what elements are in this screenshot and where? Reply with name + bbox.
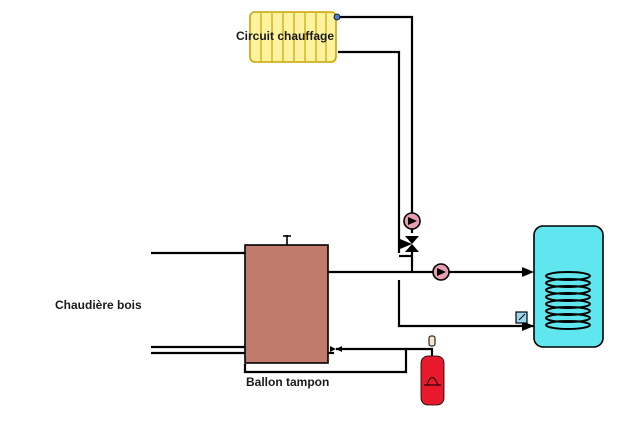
radiator-return-pipe xyxy=(338,50,401,253)
circulation-pump-icon xyxy=(432,263,450,281)
buffer-tank xyxy=(244,235,329,364)
circulation-pump-icon xyxy=(403,212,421,230)
expansion-pipe xyxy=(243,347,434,374)
buffer-tank-label: Ballon tampon xyxy=(246,375,330,389)
drain-valve-icon xyxy=(330,346,342,352)
temperature-sensor-icon xyxy=(515,311,528,324)
wood-boiler-label: Chaudière bois xyxy=(55,298,142,312)
radiator-icon xyxy=(249,11,341,63)
three-way-valve-icon xyxy=(400,236,419,252)
cylinder-return-pipe xyxy=(397,280,534,328)
expansion-vessel-icon xyxy=(420,335,445,406)
flow-arrow-right xyxy=(522,267,534,277)
hot-water-cylinder-icon xyxy=(533,225,604,348)
pipework xyxy=(151,15,534,374)
heating-circuit-label: Circuit chauffage xyxy=(236,29,335,43)
radiator-supply-pipe xyxy=(338,15,414,233)
